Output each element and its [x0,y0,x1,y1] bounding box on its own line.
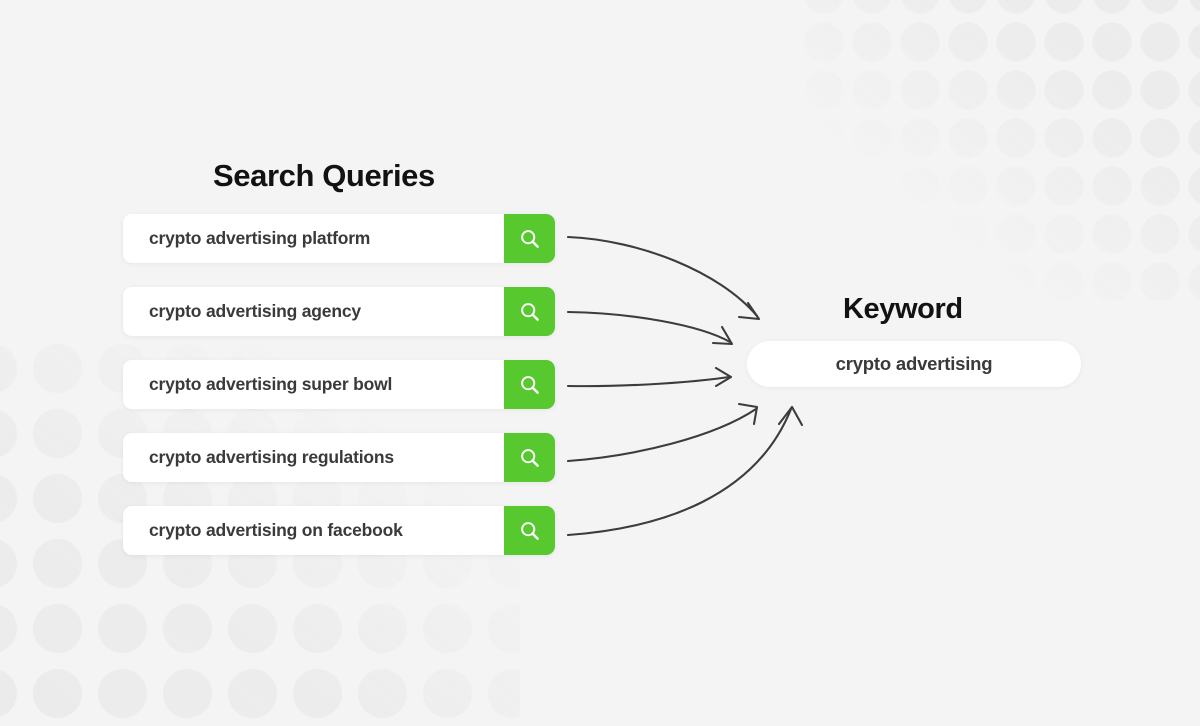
keyword-heading: Keyword [843,293,963,325]
search-icon [519,447,541,469]
dot-pattern-top-right [800,0,1200,300]
connector-arrow-1 [566,235,759,318]
search-query-text: crypto advertising on facebook [149,520,403,540]
search-button[interactable] [504,214,555,263]
connector-arrowhead-5 [777,405,804,427]
connector-arrowhead-3 [714,366,733,388]
search-query-text: crypto advertising regulations [149,447,394,467]
search-button[interactable] [504,360,555,409]
search-query-field[interactable]: crypto advertising agency [123,287,504,336]
search-query-field[interactable]: crypto advertising platform [123,214,504,263]
search-button[interactable] [504,506,555,555]
search-icon [519,228,541,250]
keyword-value: crypto advertising [835,353,993,374]
connector-arrowhead-2 [711,325,734,346]
search-query-field[interactable]: crypto advertising on facebook [123,506,504,555]
search-query-row[interactable]: crypto advertising regulations [123,433,555,482]
connector-arrowhead-4 [737,402,759,426]
search-queries-heading: Search Queries [213,158,435,193]
connector-arrow-3 [566,375,731,388]
search-query-text: crypto advertising agency [149,301,361,321]
search-query-row[interactable]: crypto advertising super bowl [123,360,555,409]
keyword-box[interactable]: crypto advertising [747,341,1081,387]
search-icon [519,301,541,323]
search-query-text: crypto advertising super bowl [149,374,393,394]
search-icon [519,520,541,542]
search-query-row[interactable]: crypto advertising agency [123,287,555,336]
search-query-field[interactable]: crypto advertising regulations [123,433,504,482]
search-button[interactable] [504,287,555,336]
search-button[interactable] [504,433,555,482]
connector-arrow-2 [566,310,732,344]
connector-arrowhead-1 [737,301,761,321]
search-query-text: crypto advertising platform [149,228,371,248]
connector-arrow-5 [566,407,793,537]
search-queries-list: crypto advertising platform crypto adver… [123,214,555,579]
search-query-row[interactable]: crypto advertising platform [123,214,555,263]
connector-arrow-4 [566,407,758,463]
search-query-row[interactable]: crypto advertising on facebook [123,506,555,555]
search-query-field[interactable]: crypto advertising super bowl [123,360,504,409]
search-icon [519,374,541,396]
